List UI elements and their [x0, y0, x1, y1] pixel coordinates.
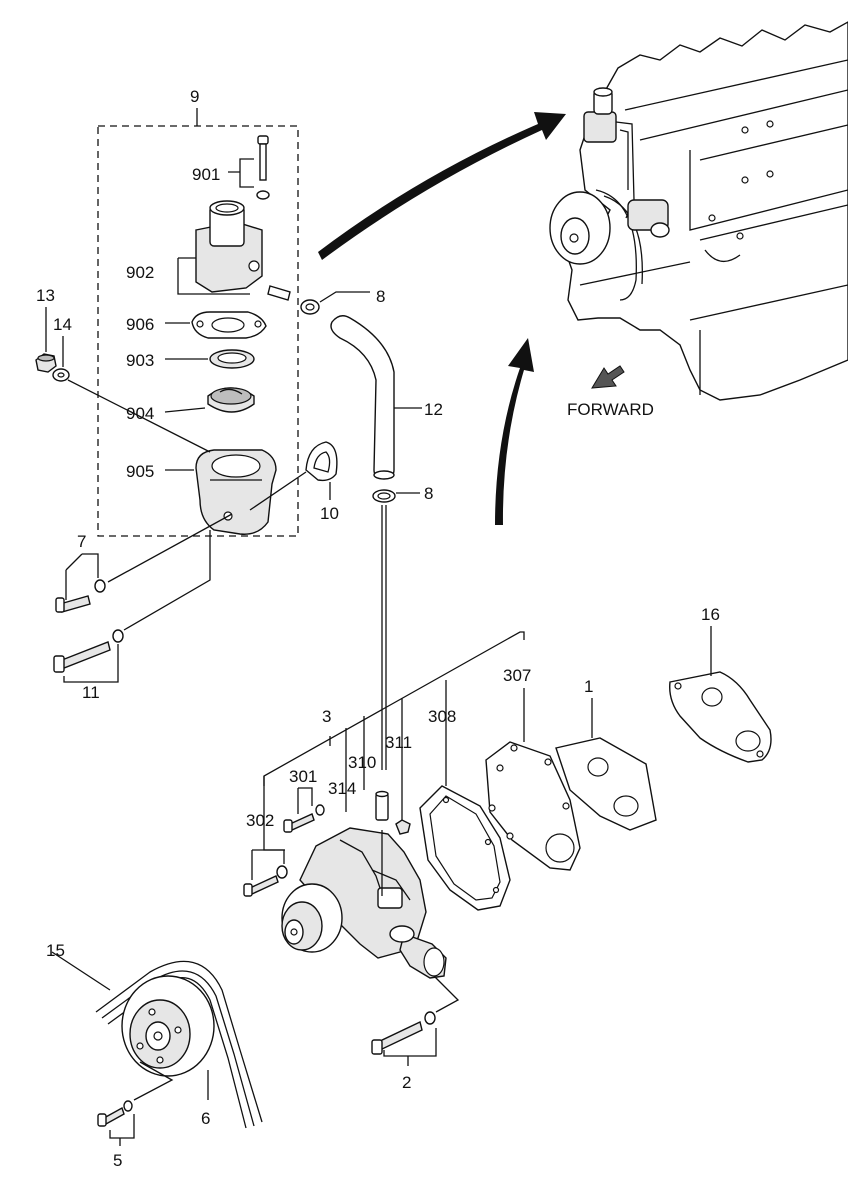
- part-10-gasket: [249, 441, 338, 511]
- callout-3: 3: [322, 707, 331, 726]
- callout-905: 905: [126, 462, 154, 481]
- part-5-bolt-washer: [97, 1061, 174, 1146]
- part-302-bolt-washer: [243, 849, 288, 897]
- flow-arrow-icon: [318, 112, 566, 260]
- callout-13: 13: [36, 286, 55, 305]
- callout-904: 904: [126, 404, 154, 423]
- part-11-bolt-washer: [53, 530, 211, 683]
- callout-5: 5: [113, 1151, 122, 1170]
- thermostat-assembly-boundary: [97, 125, 299, 537]
- engine-block-illustration: [549, 21, 848, 401]
- callout-9: 9: [190, 87, 199, 106]
- callout-311: 311: [385, 733, 412, 752]
- callout-906: 906: [126, 315, 154, 334]
- callout-8-top: 8: [376, 287, 385, 306]
- part-14-washer: [52, 336, 211, 453]
- callout-14: 14: [53, 315, 72, 334]
- flow-arrow-icon: [495, 338, 534, 525]
- part-8-hose-clamp: [300, 291, 370, 315]
- part-8-hose-clamp: [372, 489, 420, 503]
- callout-310: 310: [348, 753, 376, 772]
- callout-12: 12: [424, 400, 443, 419]
- part-6-fan-pulley: [121, 975, 215, 1100]
- callout-901: 901: [192, 165, 220, 184]
- part-903-seal-ring: [165, 349, 255, 369]
- callout-301: 301: [289, 767, 317, 786]
- part-1-gasket: [555, 698, 657, 831]
- callout-6: 6: [201, 1109, 210, 1128]
- callout-7: 7: [77, 532, 86, 551]
- part-310-dowel-pin: [375, 790, 389, 821]
- forward-label: FORWARD: [567, 400, 654, 419]
- callout-902: 902: [126, 263, 154, 282]
- part-16-gasket-plate: [669, 626, 772, 763]
- part-7-bolt-washer: [55, 513, 233, 613]
- part-902-thermostat-cover: [177, 200, 291, 301]
- callout-16: 16: [701, 605, 720, 624]
- callout-308: 308: [428, 707, 456, 726]
- part-906-gasket: [165, 311, 267, 339]
- forward-arrow-icon: [591, 365, 625, 389]
- callout-8-bottom: 8: [424, 484, 433, 503]
- callout-302: 302: [246, 811, 274, 830]
- callout-10: 10: [320, 504, 339, 523]
- part-307-pump-plate: [485, 688, 581, 871]
- callout-307: 307: [503, 666, 531, 685]
- callout-314: 314: [328, 779, 356, 798]
- part-904-thermostat: [164, 387, 255, 413]
- callout-15: 15: [46, 941, 65, 960]
- callout-11: 11: [82, 683, 100, 702]
- callout-labels: 9 901 902 906 903 904 905 13 14 8 12 8 1…: [36, 87, 720, 1170]
- part-301-bolt-washer: [283, 787, 325, 833]
- part-308-pump-gasket: [419, 680, 511, 911]
- part-2-bolt-washer: [371, 975, 460, 1066]
- part-13-drain-plug: [35, 307, 57, 373]
- callout-903: 903: [126, 351, 154, 370]
- part-901-bolt-washer: [228, 135, 270, 200]
- part-905-thermostat-housing: [165, 449, 277, 535]
- callout-2: 2: [402, 1073, 411, 1092]
- callout-1: 1: [584, 677, 593, 696]
- water-pump-body: [281, 827, 447, 979]
- part-311-washer: [395, 819, 411, 835]
- part-12-water-hose: [330, 315, 422, 480]
